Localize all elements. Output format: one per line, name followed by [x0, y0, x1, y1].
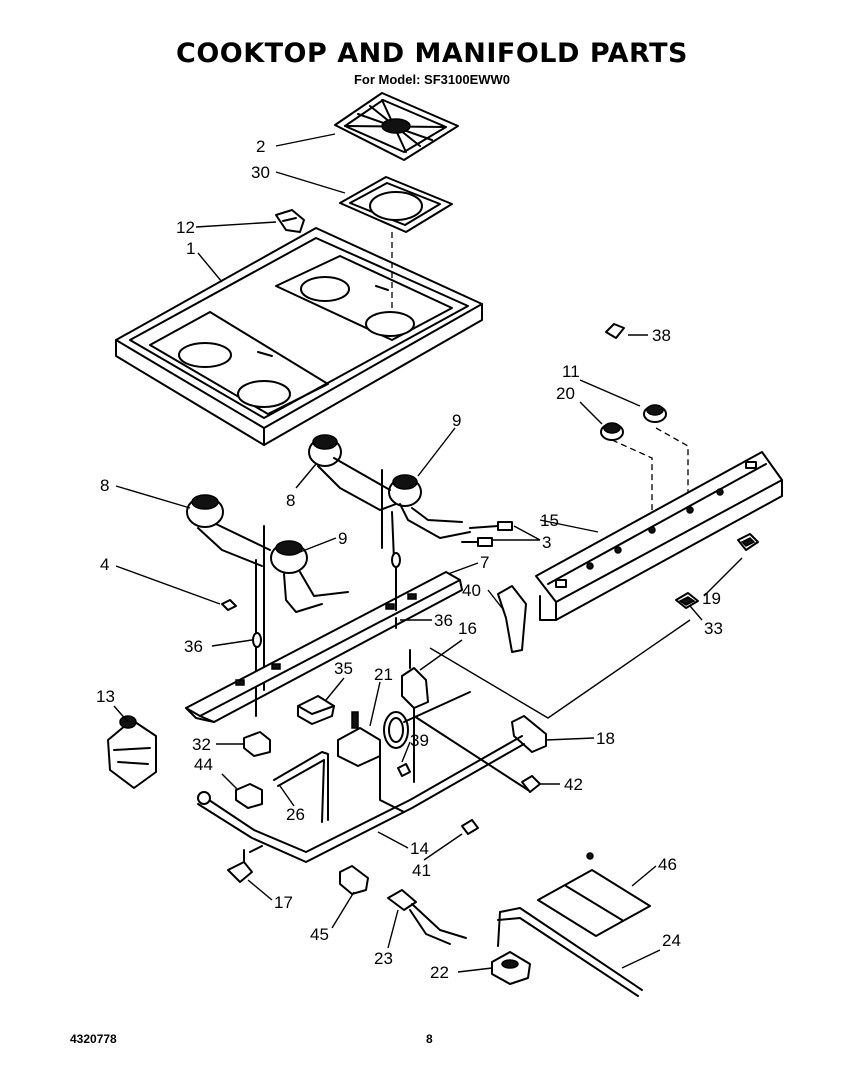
callout-21: 21	[374, 665, 393, 684]
cooktop-bracket-part	[275, 209, 305, 233]
pressure-regulator-part	[107, 715, 157, 789]
clip-part	[605, 323, 625, 339]
rod-24-part	[497, 907, 643, 997]
bracket-17-part	[227, 845, 263, 883]
callout-33: 33	[704, 619, 723, 638]
callout-23: 23	[374, 949, 393, 968]
callout-42: 42	[564, 775, 583, 794]
callout-9-upper: 9	[452, 411, 461, 430]
callout-4: 4	[100, 555, 109, 574]
callout-numbers: 2 30 12 1 38 11 20 9 8 8 9 15 3 7 4 40 1…	[96, 137, 723, 982]
orifice-fitting-part	[461, 521, 513, 547]
fitting-44-part	[235, 783, 263, 809]
page-number: 8	[426, 1032, 433, 1046]
callout-2: 2	[256, 137, 265, 156]
burner-assembly-part	[186, 494, 349, 717]
callout-32: 32	[192, 735, 211, 754]
callout-18: 18	[596, 729, 615, 748]
callout-7: 7	[480, 553, 489, 572]
cooktop-part	[115, 227, 483, 446]
callout-40: 40	[462, 581, 481, 600]
callout-9-lower: 9	[338, 529, 347, 548]
callout-36-right: 36	[434, 611, 453, 630]
callout-8-center: 8	[286, 491, 295, 510]
bracket-19-part	[737, 533, 759, 551]
callout-11: 11	[562, 362, 580, 381]
manifold-pipe-part	[197, 735, 525, 863]
manifold-panel-part	[535, 451, 783, 621]
part-35	[297, 695, 335, 725]
igniter-valve-part	[401, 649, 529, 791]
nut-42-part	[521, 775, 541, 793]
callout-20: 20	[556, 384, 575, 403]
pipe-26-part	[273, 751, 329, 823]
connector-45-part	[339, 865, 369, 895]
callout-26: 26	[286, 805, 305, 824]
callout-46: 46	[658, 855, 677, 874]
callout-1: 1	[186, 239, 195, 258]
callout-17: 17	[274, 893, 293, 912]
model-subtitle: For Model: SF3100EWW0	[353, 72, 511, 87]
callout-36-left: 36	[184, 637, 203, 656]
callout-12: 12	[176, 218, 195, 237]
bracket-32-part	[243, 731, 271, 757]
coil-part	[383, 691, 471, 777]
callout-45: 45	[310, 925, 329, 944]
screw-part	[252, 552, 401, 648]
callout-3: 3	[542, 533, 551, 552]
wire-harness-part	[387, 889, 467, 945]
bracket-18-part	[511, 715, 547, 753]
cap-part	[600, 422, 624, 441]
alignment-guide	[655, 427, 689, 510]
clip-33-part	[675, 592, 699, 609]
leader-lines	[113, 133, 743, 973]
callout-24: 24	[662, 931, 681, 950]
document-number: 4320778	[70, 1032, 117, 1046]
callout-8-left: 8	[100, 476, 109, 495]
callout-19: 19	[702, 589, 721, 608]
burner-support-part	[185, 571, 463, 723]
switch-22-part	[491, 951, 531, 985]
callout-13: 13	[96, 687, 115, 706]
burner-grate-part	[334, 92, 459, 161]
alignment-guide	[611, 439, 653, 520]
bracket-40-part	[497, 585, 527, 653]
callout-38: 38	[652, 326, 671, 345]
wire-guide	[429, 619, 691, 719]
safety-valve-part	[337, 711, 405, 813]
burner-assembly-part	[308, 434, 471, 561]
callout-15: 15	[540, 511, 559, 530]
cap-part	[643, 404, 667, 423]
nut-part	[221, 599, 237, 611]
nut-41-part	[461, 819, 479, 835]
callout-14: 14	[410, 839, 429, 858]
callout-22: 22	[430, 963, 449, 982]
callout-35: 35	[334, 659, 353, 678]
heat-shield-part	[537, 852, 651, 937]
callout-44: 44	[194, 755, 213, 774]
callout-41: 41	[412, 861, 431, 880]
callout-30: 30	[251, 163, 270, 182]
burner-bowl-part	[339, 176, 453, 233]
callout-39: 39	[410, 731, 429, 750]
page-title: COOKTOP AND MANIFOLD PARTS	[176, 38, 688, 69]
callout-16: 16	[458, 619, 477, 638]
